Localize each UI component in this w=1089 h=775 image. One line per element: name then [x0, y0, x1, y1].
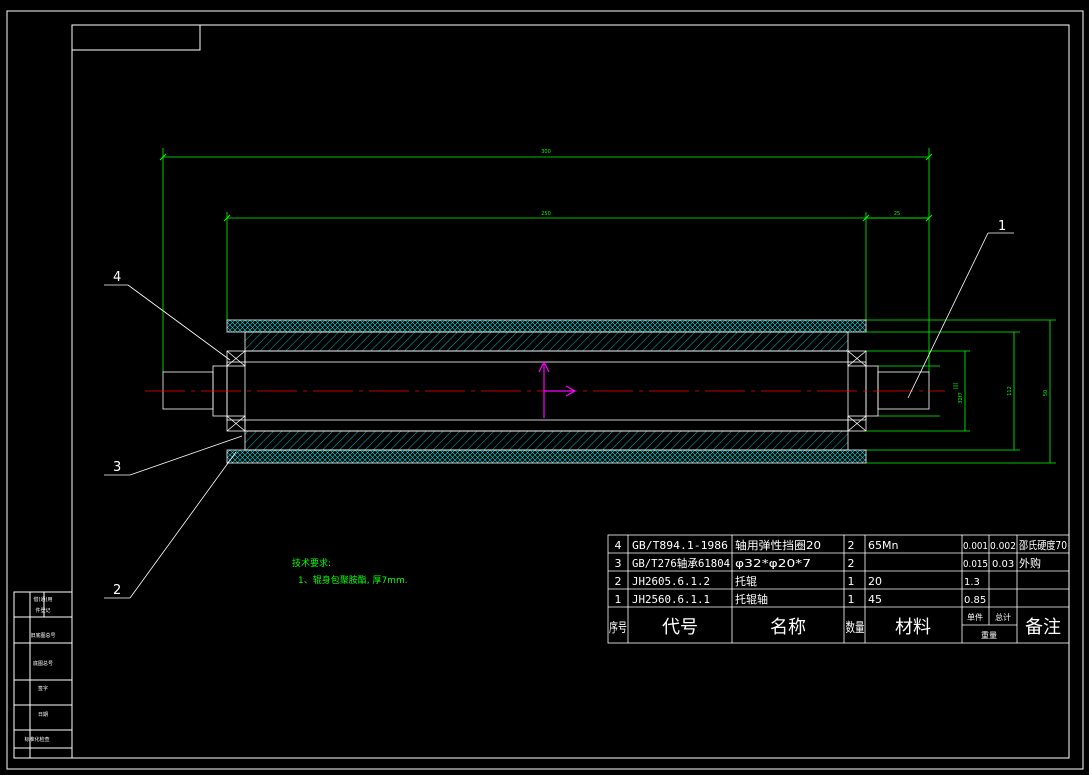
bom-header-remark: 备注 — [1025, 617, 1061, 638]
row2-name: 托辊 — [735, 574, 757, 588]
bom-header-name: 名称 — [770, 617, 806, 638]
row1-qty: 1 — [848, 593, 855, 606]
row4-single: 0.001 — [963, 541, 988, 552]
bom-header-total: 总计 — [995, 612, 1011, 622]
row4-code: GB/T894.1-1986 — [632, 539, 728, 552]
roller-assembly — [162, 319, 930, 464]
bom-header-qty: 数量 — [846, 621, 865, 636]
row3-seq: 3 — [615, 557, 622, 570]
bom-header-seq: 序号 — [609, 621, 627, 636]
row4-seq: 4 — [615, 539, 622, 552]
side-panel-row6: 标准化检查 — [24, 736, 49, 743]
row1-single: 0.85 — [964, 595, 986, 606]
row3-remark: 外购 — [1019, 556, 1041, 570]
table-row: 4 GB/T894.1-1986 轴用弹性挡圈20 2 65Mn 0.001 0… — [615, 538, 1068, 552]
bearing-right — [847, 350, 867, 432]
side-panel-row1b: 件登记 — [35, 607, 50, 614]
ucs-axis-icon — [538, 360, 577, 418]
bom-header-code: 代号 — [662, 617, 698, 638]
table-row: 3 GB/T276轴承61804 φ32*φ20*7 2 0.015 0.03 … — [615, 556, 1042, 570]
bom-table-grid — [607, 534, 1070, 644]
row1-seq: 1 — [615, 593, 622, 606]
side-panel-row1: 借(通)用 — [34, 596, 53, 603]
dimension-ticks — [159, 153, 933, 222]
dimension-lines — [162, 148, 1056, 464]
tech-req-item1: 1、辊身包聚胺酯, 厚7mm. — [298, 574, 408, 586]
callout-2: 2 — [113, 583, 121, 598]
callout-3: 3 — [113, 460, 121, 475]
side-panel-row5: 日期 — [38, 712, 48, 718]
row2-single: 1.3 — [964, 577, 980, 588]
bom-header-single: 单件 — [967, 612, 983, 622]
shaft-right-end — [877, 371, 930, 410]
top-left-code-box — [71, 24, 201, 51]
row2-seq: 2 — [615, 575, 622, 588]
row2-material: 20 — [868, 575, 882, 588]
bom-rows: 4 GB/T894.1-1986 轴用弹性挡圈20 2 65Mn 0.001 0… — [615, 538, 1068, 606]
side-panel-row4: 签字 — [38, 685, 48, 692]
leader-lines — [104, 232, 1014, 599]
row4-qty: 2 — [848, 539, 855, 552]
row3-qty: 2 — [848, 557, 855, 570]
side-panel-row3: 底图总号 — [33, 660, 53, 667]
bom-header-weight: 重量 — [981, 630, 997, 640]
roller-tube-bottom — [244, 430, 849, 451]
bearing-left — [226, 350, 246, 432]
dim-overall-length: 300 — [541, 149, 551, 155]
row1-name: 托辊轴 — [735, 592, 768, 606]
tech-req-title: 技术要求: — [292, 557, 331, 569]
polyurethane-coating-bottom — [226, 449, 867, 464]
bom-header-material: 材料 — [895, 617, 931, 638]
row1-material: 45 — [868, 593, 882, 606]
dim-end-length: 25 — [894, 211, 900, 217]
dim-outer-dia: 50 — [1043, 390, 1049, 396]
dim-inner-dia: 112 — [1007, 386, 1013, 396]
dim-shaft-dia: |||| — [953, 382, 959, 389]
row3-name: φ32*φ20*7 — [735, 557, 811, 570]
table-row: 2 JH2605.6.1.2 托辊 1 20 1.3 — [615, 574, 980, 588]
callout-1: 1 — [998, 219, 1006, 234]
row4-name: 轴用弹性挡圈20 — [735, 538, 821, 552]
dim-bearing-dia: 32f7 — [958, 392, 964, 403]
callout-4: 4 — [113, 270, 121, 285]
row1-code: JH2560.6.1.1 — [632, 593, 710, 606]
row3-single: 0.015 — [963, 559, 988, 570]
inner-border — [71, 24, 1070, 759]
row4-total: 0.002 — [990, 541, 1016, 552]
row3-total: 0.03 — [992, 559, 1014, 570]
row4-material: 65Mn — [868, 539, 898, 552]
polyurethane-coating-top — [226, 319, 867, 333]
side-panel — [13, 591, 73, 759]
row3-code: GB/T276轴承61804 — [632, 556, 730, 570]
roller-tube-top — [244, 331, 849, 352]
table-row: 1 JH2560.6.1.1 托辊轴 1 45 0.85 — [615, 592, 987, 606]
shaft-left-end — [162, 371, 214, 410]
row2-qty: 1 — [848, 575, 855, 588]
row4-remark: 邵氏硬度70 — [1019, 538, 1067, 552]
outer-border — [6, 10, 1084, 770]
side-panel-row2: 旧底图总号 — [30, 632, 55, 639]
row2-code: JH2605.6.1.2 — [632, 575, 710, 588]
dim-roller-length: 250 — [541, 211, 551, 217]
